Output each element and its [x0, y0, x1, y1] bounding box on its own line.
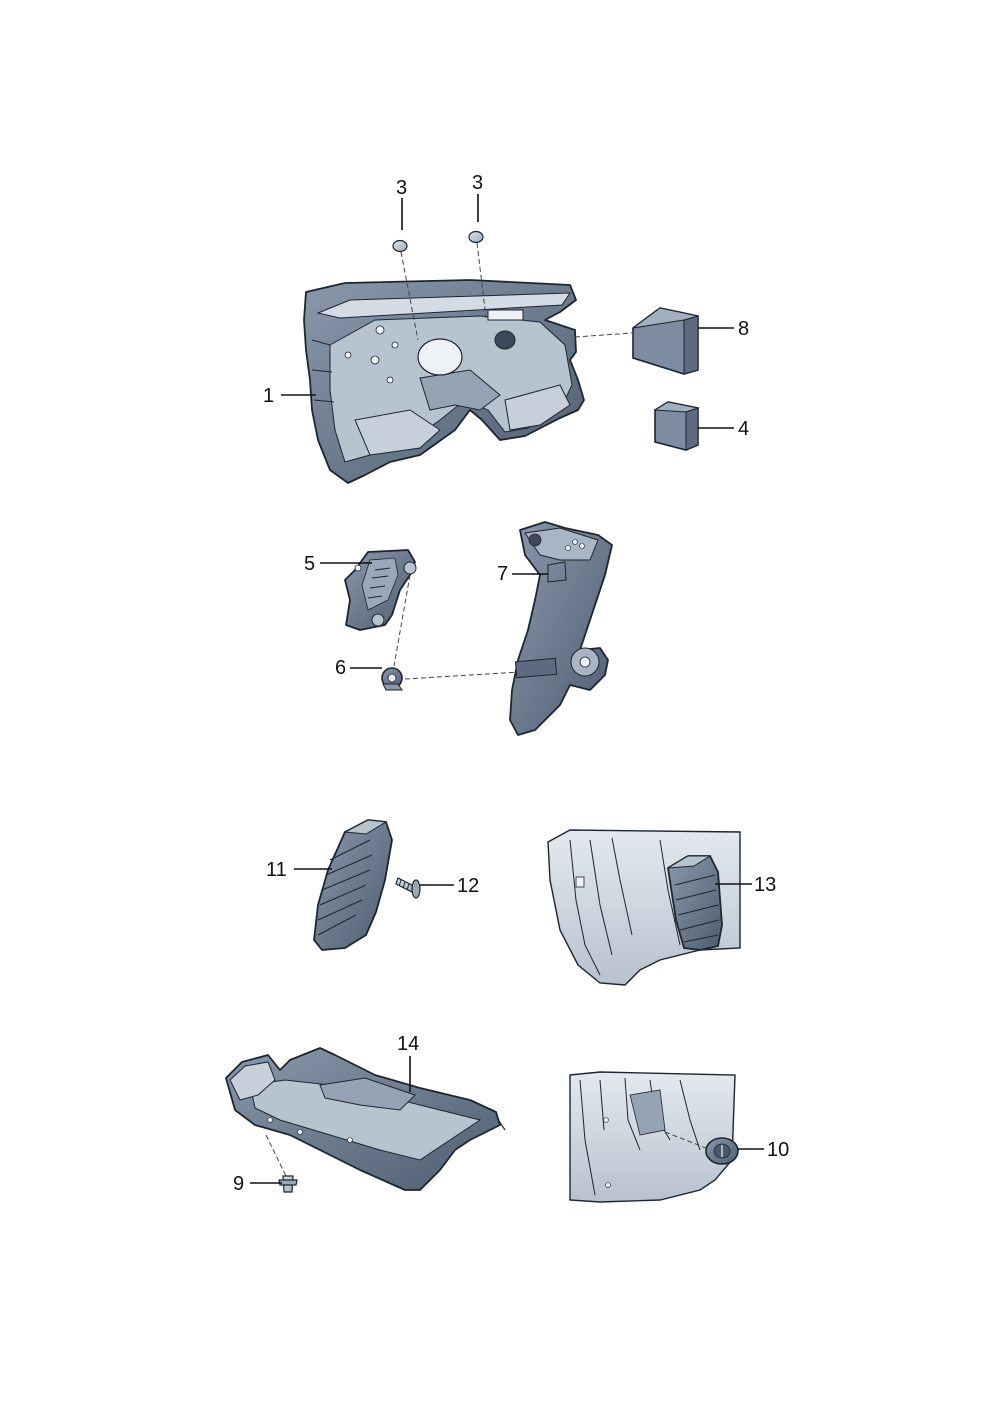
part-11-footrest-pad: [313, 819, 393, 951]
callout-10: 10: [767, 1139, 789, 1161]
callout-7: 7: [497, 563, 508, 585]
callout-11: 11: [266, 859, 287, 881]
callout-3-right: 3: [472, 172, 483, 194]
callout-13: 13: [754, 874, 776, 896]
callout-9: 9: [233, 1173, 244, 1195]
callout-4: 4: [738, 418, 749, 440]
part-7-insulation-pad: [509, 521, 613, 736]
callout-labels: 1 3 3 8 4 5 6 7 11 12 13 14 9 10: [233, 172, 789, 1195]
callout-6: 6: [335, 657, 346, 679]
part-10-inset-view: [569, 1071, 739, 1203]
callout-12: 12: [457, 875, 479, 897]
part-3-plug-left: [392, 239, 408, 253]
part-8-insulation-block: [632, 307, 699, 375]
part-5-bracket: [344, 549, 417, 631]
part-1-bulkhead-insulation: [303, 279, 585, 484]
part-12-screw: [395, 877, 421, 899]
callout-1: 1: [263, 385, 274, 407]
part-13-inset-view: [547, 829, 741, 986]
part-14-floor-insulation: [225, 1047, 506, 1191]
part-6-clip: [381, 667, 403, 691]
callout-5: 5: [304, 553, 315, 575]
callout-8: 8: [738, 318, 749, 340]
leader-lines: [250, 194, 764, 1184]
callout-3-left: 3: [396, 177, 407, 199]
callout-14: 14: [397, 1033, 419, 1055]
part-9-clip: [278, 1175, 298, 1193]
part-4-insulation-block: [653, 401, 700, 451]
part-3-plug-right: [468, 230, 484, 244]
